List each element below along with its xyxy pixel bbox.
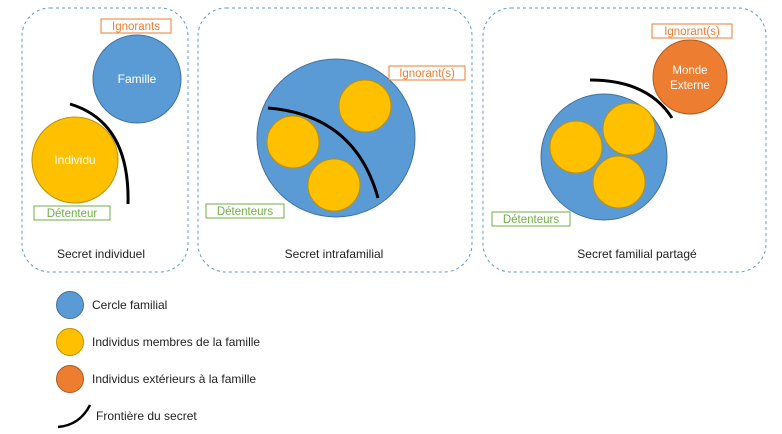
panel-secret-intrafamilial: Ignorant(s) Détenteurs Secret intrafamil… xyxy=(197,7,473,273)
panel-3-frame xyxy=(482,7,767,273)
individual-circle xyxy=(602,102,656,156)
individual-circle xyxy=(31,116,119,204)
blue-circle-icon xyxy=(56,290,84,319)
secret-frontier-line xyxy=(267,106,380,199)
legend-label: Individus membres de la famille xyxy=(92,334,261,349)
holder-tag: Détenteurs xyxy=(503,214,560,226)
family-circle xyxy=(92,34,182,124)
legend-item-family-members: Individus membres de la famille xyxy=(56,323,376,360)
legend-item-secret-frontier: Frontière du secret xyxy=(56,397,376,434)
individual-circle xyxy=(266,115,320,169)
individual-circle xyxy=(549,120,603,174)
ignorants-tag: Ignorant(s) xyxy=(664,26,720,38)
holder-tag: Détenteur xyxy=(47,208,98,220)
ignorants-tag: Ignorant(s) xyxy=(399,68,455,80)
legend-label: Individus extérieurs à la famille xyxy=(92,371,257,386)
holder-tag-box xyxy=(205,203,285,219)
curved-line-icon xyxy=(57,403,92,428)
ignorants-tag-box xyxy=(388,65,466,81)
holder-tag: Détenteurs xyxy=(217,206,274,218)
external-world-label-line2: Externe xyxy=(670,80,710,92)
ignorants-tag: Ignorants xyxy=(112,21,160,33)
secret-frontier-line xyxy=(589,78,674,119)
holder-tag-box xyxy=(33,205,111,221)
orange-circle-icon xyxy=(56,364,84,393)
panel-caption: Secret familial partagé xyxy=(577,247,697,261)
individual-circle xyxy=(592,155,646,209)
ignorants-tag-box xyxy=(651,23,733,39)
individual-circle-label: Individu xyxy=(54,153,95,167)
yellow-circle-icon xyxy=(56,327,84,356)
secret-frontier-line xyxy=(69,102,130,205)
individual-circle xyxy=(338,79,392,133)
panel-caption: Secret individuel xyxy=(57,247,145,261)
legend: Cercle familial Individus membres de la … xyxy=(56,286,376,434)
individual-circle xyxy=(307,158,361,212)
panel-2-frame xyxy=(197,7,473,273)
external-world-circle xyxy=(652,39,728,115)
panel-secret-familial-partage: Monde Externe Ignorant(s) Détenteurs Sec… xyxy=(482,7,767,273)
external-world-label-line1: Monde xyxy=(672,65,707,77)
panel-caption: Secret intrafamilial xyxy=(285,247,384,261)
legend-item-family-circle: Cercle familial xyxy=(56,286,376,323)
panel-secret-individuel: Famille Individu Ignorants Détenteur Sec… xyxy=(21,7,189,273)
ignorants-tag-box xyxy=(100,18,172,34)
legend-label: Frontière du secret xyxy=(96,408,197,423)
holder-tag-box xyxy=(491,211,571,227)
legend-label: Cercle familial xyxy=(92,297,168,312)
panel-1-frame xyxy=(21,7,189,273)
family-circle-label: Famille xyxy=(118,72,157,86)
legend-item-external-individuals: Individus extérieurs à la famille xyxy=(56,360,376,397)
